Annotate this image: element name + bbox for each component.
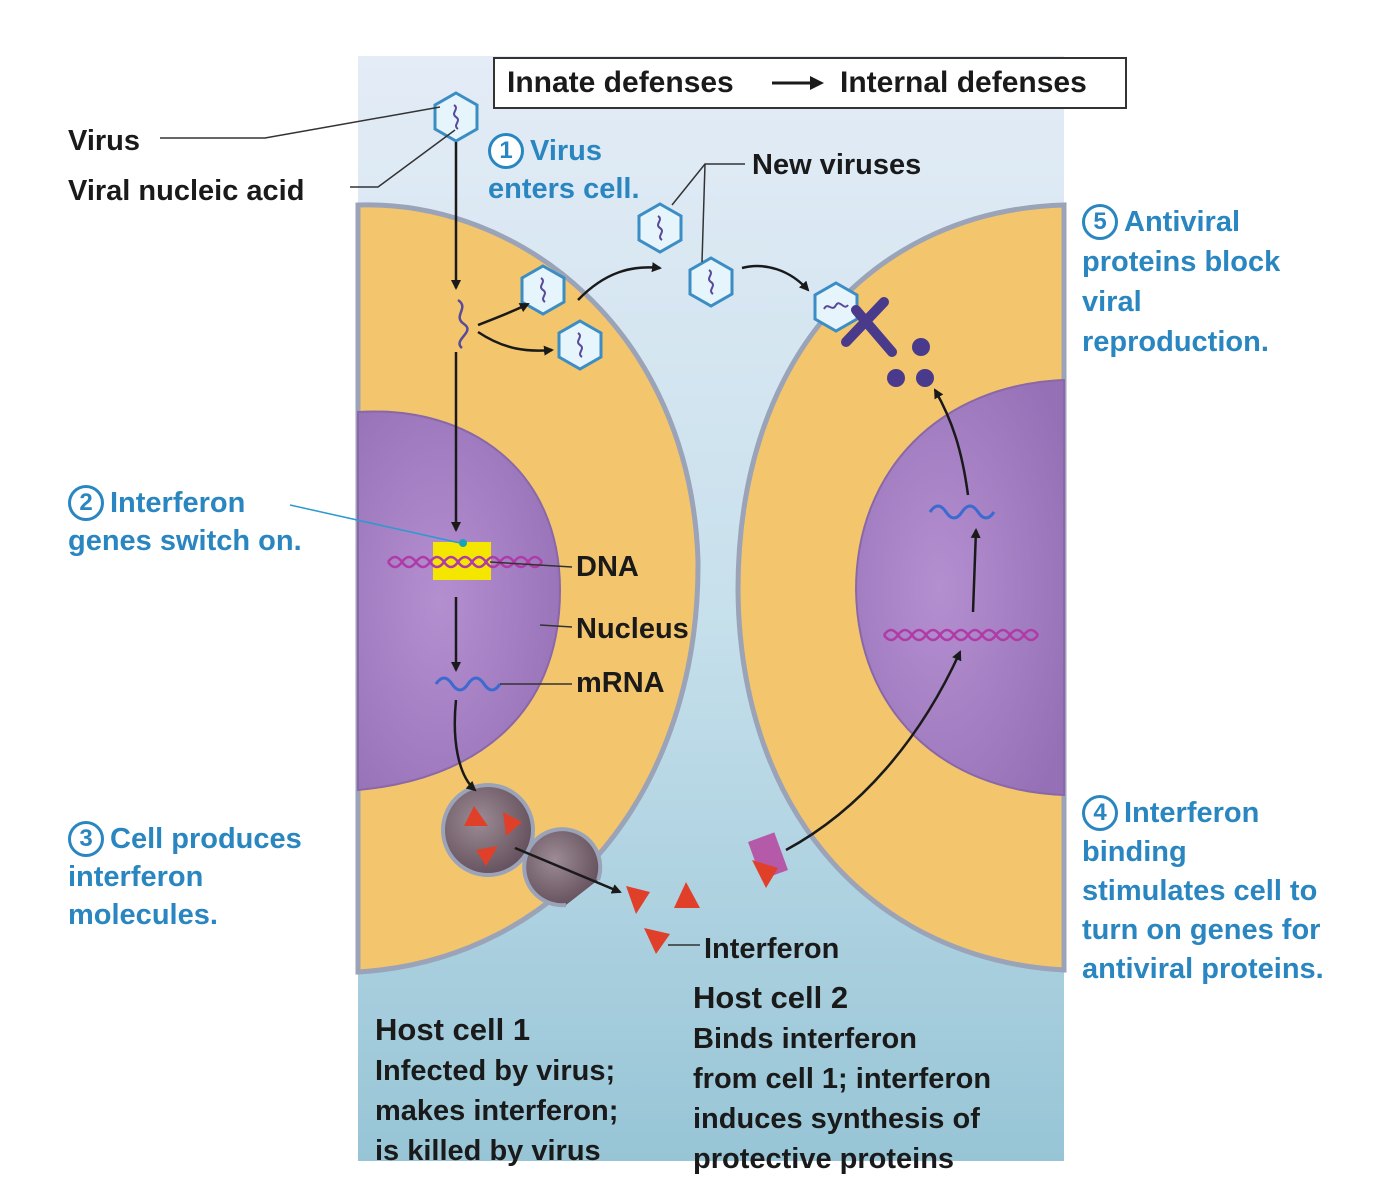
step-5-line-2: proteins block: [1082, 246, 1281, 278]
step-3-number: 3: [68, 821, 104, 857]
arrow-right-icon: [772, 76, 824, 90]
process-arrows: [451, 142, 981, 894]
host-cell-2-nucleus: [854, 378, 1065, 797]
host-cell-1-line-2: makes interferon;: [375, 1095, 619, 1127]
virus-icon: [637, 202, 683, 254]
antiviral-protein: [841, 297, 934, 387]
host-cell-1-caption: Host cell 1 Infected by virus; makes int…: [375, 1010, 618, 1171]
label-virus: Virus: [68, 125, 141, 157]
label-dna: DNA: [576, 551, 639, 583]
host-cell-2: [735, 202, 1067, 973]
host-cell-2-caption: Host cell 2 Binds interferon from cell 1…: [693, 978, 991, 1179]
host-cell-2-title: Host cell 2: [693, 980, 849, 1015]
step-4-line-5: antiviral proteins.: [1082, 953, 1324, 985]
label-nucleus: Nucleus: [576, 613, 689, 645]
host-cell-1-title: Host cell 1: [375, 1012, 531, 1047]
step-4-line-2: binding: [1082, 836, 1187, 868]
virus-icon: [813, 281, 859, 333]
step-2-number: 2: [68, 485, 104, 521]
step-1-line-1: Virus: [530, 135, 603, 167]
virus-particles: [433, 91, 859, 371]
step-4-number: 4: [1082, 795, 1118, 831]
mrna-cell-2: [928, 504, 996, 520]
step-5-number: 5: [1082, 204, 1118, 240]
viral-nucleic-acid: [457, 298, 469, 349]
step-3-line-2: interferon: [68, 861, 204, 893]
host-cell-1: [355, 202, 701, 975]
interferon-receptor: [748, 832, 788, 888]
label-viral-nucleic-acid: Viral nucleic acid: [68, 175, 305, 207]
step-3-line-3: molecules.: [68, 899, 218, 931]
step-2-pointer: [289, 504, 461, 544]
step-4-line-3: stimulates cell to: [1082, 875, 1318, 907]
virus-icon: [433, 91, 479, 143]
step-1-number: 1: [488, 133, 524, 169]
virus-icon: [520, 264, 566, 316]
step-4-line-1: Interferon: [1124, 797, 1260, 829]
label-new-viruses: New viruses: [752, 149, 922, 181]
step-5-line-4: reproduction.: [1082, 326, 1269, 358]
mrna-cell-1: [434, 676, 502, 692]
host-cell-1-line-3: is killed by virus: [375, 1135, 601, 1167]
label-mrna: mRNA: [576, 667, 665, 699]
virus-icon: [688, 256, 734, 308]
step-4-line-4: turn on genes for: [1082, 914, 1321, 946]
step-5-line-1: Antiviral: [1124, 206, 1241, 238]
header-right: Internal defenses: [840, 66, 1087, 99]
virus-icon: [557, 319, 603, 371]
secretory-vesicle: [441, 783, 535, 877]
host-cell-2-line-3: induces synthesis of: [693, 1103, 980, 1135]
step-2-line-2: genes switch on.: [68, 525, 302, 557]
step-5-line-3: viral: [1082, 286, 1142, 318]
leader-lines: [160, 106, 745, 946]
step-3-line-1: Cell produces: [110, 823, 302, 855]
header-left: Innate defenses: [507, 66, 734, 99]
host-cell-1-line-1: Infected by virus;: [375, 1055, 616, 1087]
step-2-line-1: Interferon: [110, 487, 246, 519]
step-1-line-2: enters cell.: [488, 173, 640, 205]
label-interferon: Interferon: [704, 933, 840, 965]
interferon-molecules: [626, 882, 700, 954]
header-box: Innate defenses Internal defenses: [493, 57, 1127, 109]
host-cell-2-line-4: protective proteins: [693, 1143, 955, 1175]
host-cell-2-line-2: from cell 1; interferon: [693, 1063, 992, 1095]
host-cell-2-line-1: Binds interferon: [693, 1023, 917, 1055]
dna-cell-2: [882, 628, 1040, 642]
host-cell-1-nucleus: [357, 410, 562, 792]
